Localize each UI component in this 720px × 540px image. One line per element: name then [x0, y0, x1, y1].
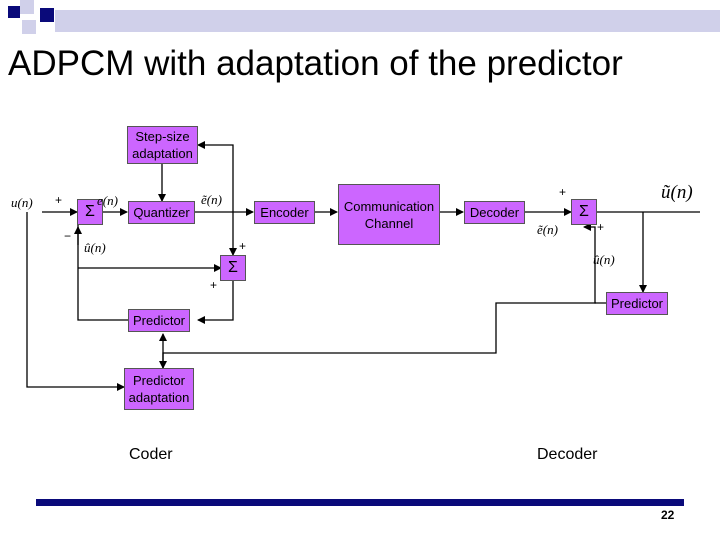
sum-junction-input: Σ	[77, 199, 103, 225]
communication-channel-block: Communication Channel	[338, 184, 440, 245]
decoder-block: Decoder	[464, 201, 525, 224]
signal-e-tilde-decoder: ẽ(n)	[537, 222, 558, 237]
header-square-1	[8, 6, 20, 18]
signal-e-n: e(n)	[97, 193, 118, 208]
signal-u-tilde-output: ũ(n)	[661, 182, 693, 203]
signal-u-n: u(n)	[11, 195, 33, 210]
footer-bar	[36, 499, 684, 506]
header-bar	[55, 10, 720, 32]
predictor-left-block: Predictor	[128, 309, 190, 332]
sign-plus-reconstruct-top: +	[239, 239, 247, 253]
page-number: 22	[661, 508, 675, 522]
sum-junction-reconstruct: Σ	[220, 255, 246, 281]
sign-plus-decoder-bottom: +	[597, 220, 605, 234]
predictor-adaptation-block: Predictor adaptation	[124, 368, 194, 410]
coder-caption: Coder	[129, 446, 173, 463]
sign-minus-input: −	[64, 229, 72, 243]
sign-plus-decoder-top: +	[559, 185, 567, 199]
slide-title: ADPCM with adaptation of the predictor	[8, 44, 623, 83]
header-square-3	[22, 20, 36, 34]
signal-u-hat-decoder: û(n)	[593, 252, 615, 267]
header-square-4	[40, 8, 54, 22]
predictor-right-block: Predictor	[606, 292, 668, 315]
sum-junction-decoder: Σ	[571, 199, 597, 225]
step-size-adaptation-block: Step-size adaptation	[127, 126, 198, 164]
encoder-block: Encoder	[254, 201, 315, 224]
sign-plus-reconstruct-left: +	[210, 278, 218, 292]
signal-e-tilde: ẽ(n)	[201, 192, 222, 207]
header-square-2	[20, 0, 34, 14]
decoder-caption: Decoder	[537, 446, 598, 463]
signal-u-hat: û(n)	[84, 240, 106, 255]
quantizer-block: Quantizer	[128, 201, 195, 224]
sign-plus-input: +	[55, 193, 63, 207]
